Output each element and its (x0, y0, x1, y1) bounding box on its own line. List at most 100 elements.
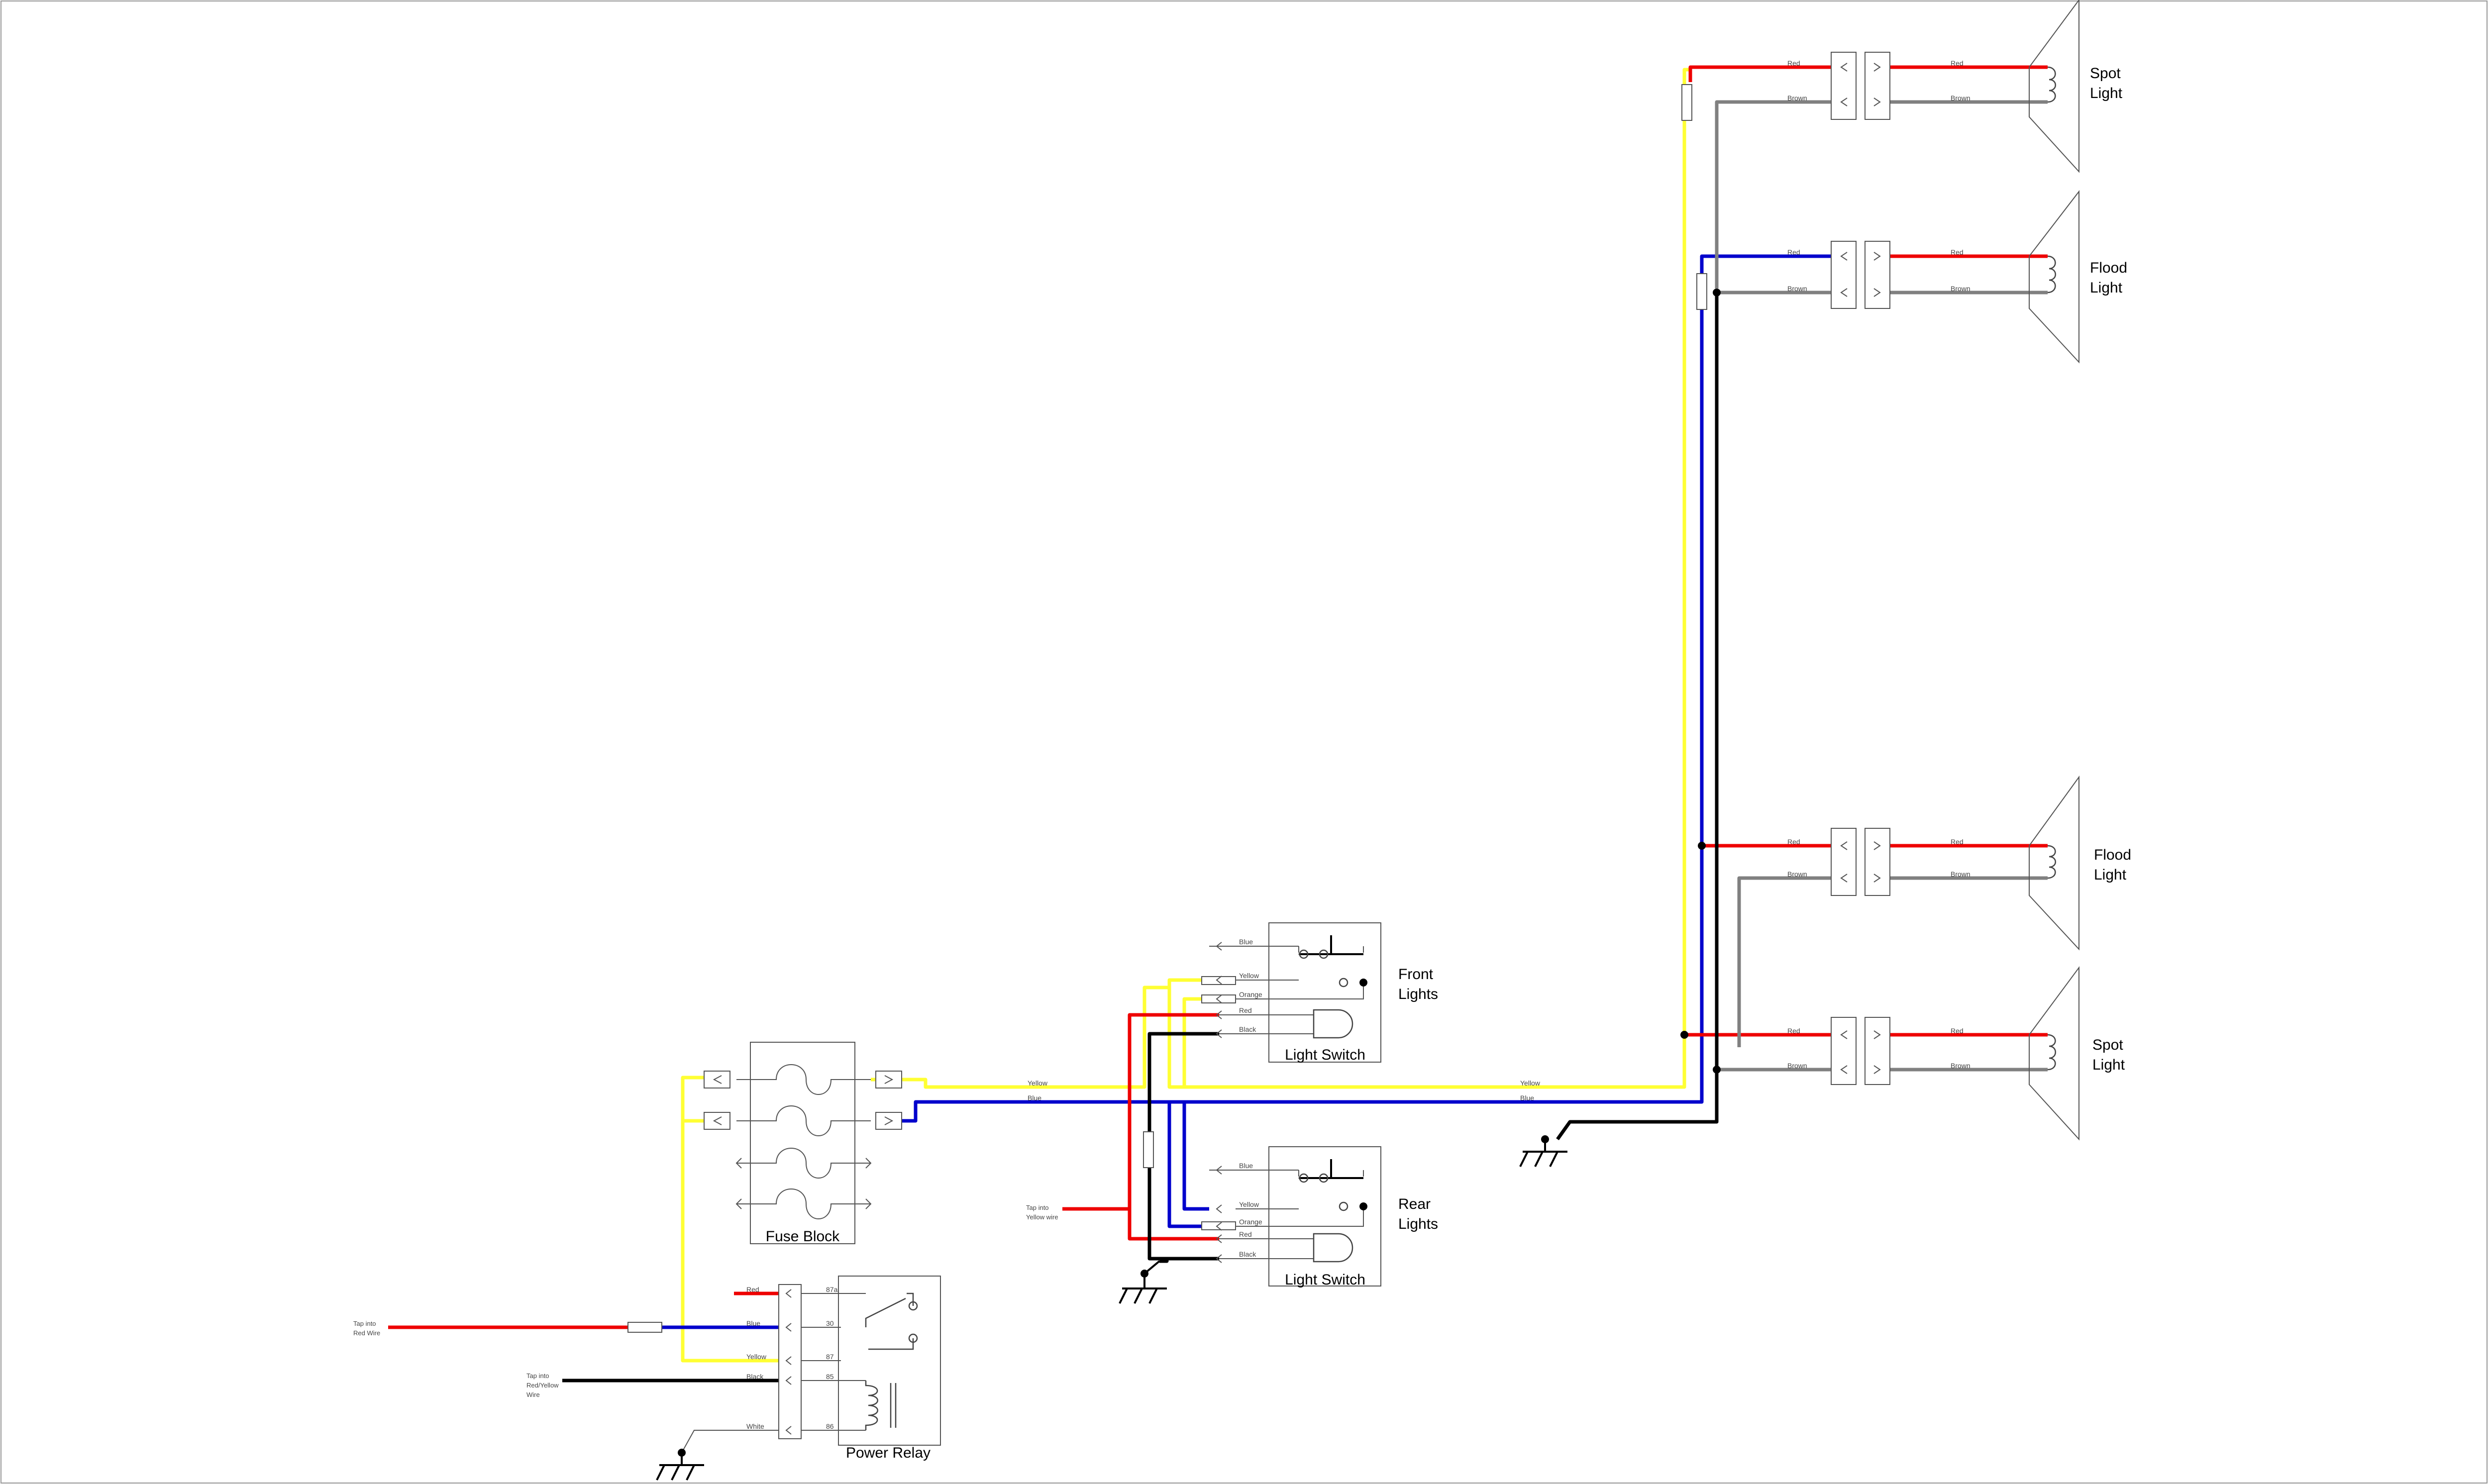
junction-dot (1713, 1066, 1721, 1074)
red-wire-switches (1062, 1013, 1219, 1211)
note-tap-red-2: Red Wire (353, 1329, 380, 1337)
yellow-wire-switch-branch (1167, 978, 1209, 988)
fuse-block-frame (750, 1042, 855, 1244)
light-connector (1831, 241, 1857, 309)
note-tap-ry-1: Tap into (526, 1372, 549, 1380)
light-wire-b: Brown (1787, 1062, 1807, 1070)
light-connector (1865, 1017, 1890, 1085)
light-name-1: Flood (2090, 260, 2127, 276)
relay-wire-white: White (746, 1422, 764, 1430)
label-blue-1: Blue (1028, 1094, 1041, 1102)
light-connector (1831, 52, 1857, 120)
fuse-connector (875, 1112, 902, 1130)
light-wire-b-out: Brown (1951, 870, 1970, 878)
red-wire-spot1 (1688, 65, 1841, 82)
fuse-connector (704, 1071, 730, 1088)
wires (388, 65, 2048, 1383)
front-wire-yellow: Yellow (1239, 972, 1259, 980)
light-wire-b: Brown (1787, 94, 1807, 102)
relay-white-lead (681, 1430, 779, 1453)
light-connector (1865, 828, 1890, 896)
light-wire-a: Red (1787, 59, 1800, 67)
rear-wire-black: Black (1239, 1250, 1256, 1258)
light-name-2: Light (2094, 867, 2127, 883)
rear-light-switch: Blue Yellow Orange Red Black Light Switc… (1209, 1146, 1438, 1288)
light-name-1: Spot (2090, 65, 2121, 82)
fuse-block-title: Fuse Block (766, 1228, 840, 1245)
switch-contact (1359, 979, 1367, 987)
fuse-element (736, 1105, 871, 1136)
relay-pin-30: 30 (826, 1319, 834, 1327)
front-wire-red: Red (1239, 1006, 1252, 1014)
junction-dot (1698, 842, 1706, 850)
lamp-housing (2029, 0, 2079, 173)
fuse-connector (704, 1112, 730, 1130)
rear-wire-orange: Orange (1239, 1218, 1262, 1226)
front-switch-leads (1209, 946, 1364, 1034)
rear-wire-yellow: Yellow (1239, 1200, 1259, 1208)
ground-icon (656, 1449, 704, 1481)
front-switch-lamp (1313, 1009, 1353, 1039)
front-switch-chevrons (1216, 942, 1222, 1038)
inline-fuse (1143, 1131, 1154, 1168)
relay-pin-86: 86 (826, 1422, 834, 1430)
label-yellow-1: Yellow (1028, 1079, 1048, 1087)
light-wire-b: Brown (1787, 870, 1807, 878)
front-switch-caption-2: Lights (1398, 986, 1438, 1002)
rear-switch-caption-2: Lights (1398, 1216, 1438, 1232)
power-relay: 87a 30 87 85 86 Red Blue Yellow Black Wh… (681, 1276, 941, 1461)
switch-contact (1339, 1201, 1348, 1211)
relay-coil-symbol (865, 1381, 897, 1430)
light-wire-a: Red (1787, 248, 1800, 256)
light-name-1: Flood (2094, 847, 2131, 863)
light-wire-a: Red (1787, 1027, 1800, 1035)
brown-wire-3 (1737, 876, 1841, 1047)
relay-wire-blue: Blue (746, 1319, 760, 1327)
label-yellow-2: Yellow (1520, 1079, 1541, 1087)
fuse-element (736, 1064, 871, 1095)
junction-dot (1713, 289, 1721, 297)
relay-contact (908, 1301, 918, 1311)
label-blue-2: Blue (1520, 1094, 1534, 1102)
fuse-element (736, 1148, 871, 1179)
switch-contact (1319, 1173, 1329, 1183)
light-name-2: Light (2090, 280, 2123, 296)
relay-pin-87a: 87a (826, 1286, 838, 1293)
blue-wire-rear-switch (1167, 1102, 1209, 1228)
connector-chevrons (1840, 841, 1881, 883)
front-switch-title: Light Switch (1285, 1047, 1365, 1063)
brown-wire-1 (1715, 100, 1841, 289)
relay-wire-red: Red (746, 1286, 759, 1293)
ground-symbols (656, 1135, 1567, 1481)
junctions (1680, 289, 1721, 1074)
light-connector (1831, 828, 1857, 896)
switch-contact (1339, 978, 1348, 988)
relay-title: Power Relay (846, 1445, 931, 1461)
lamp-filament (2047, 66, 2056, 103)
switch-contact (1299, 1173, 1309, 1183)
red-wire-rear (1128, 1144, 1219, 1241)
relay-wire-black: Black (746, 1373, 764, 1381)
yellow-wire-switch-orange (1182, 997, 1209, 1087)
note-tap-red-1: Tap into (353, 1320, 376, 1327)
light-wire-b-out: Brown (1951, 94, 1970, 102)
light-3: Flood Light Red Brown Red Brown (1787, 775, 2131, 951)
relay-contact (908, 1333, 918, 1343)
switch-contact (1299, 949, 1309, 959)
rear-switch-chevrons (1216, 1166, 1222, 1263)
relay-pin-leads (801, 1293, 866, 1431)
lamp-filament (2047, 255, 2056, 294)
switch-contact (1359, 1202, 1367, 1210)
rear-wire-blue: Blue (1239, 1162, 1253, 1170)
blue-wire-main (901, 1100, 1209, 1211)
inline-fuse (627, 1322, 662, 1333)
rear-switch-title: Light Switch (1285, 1272, 1365, 1288)
rear-switch-lamp (1313, 1233, 1353, 1263)
front-switch-toggle (1299, 935, 1363, 955)
black-wire-lights (1556, 293, 1719, 1141)
junction-dot (1680, 1031, 1688, 1039)
black-wire-rear-ground (1159, 1257, 1219, 1263)
inline-fuse (1681, 84, 1692, 121)
yellow-wire-main (871, 68, 1690, 1089)
